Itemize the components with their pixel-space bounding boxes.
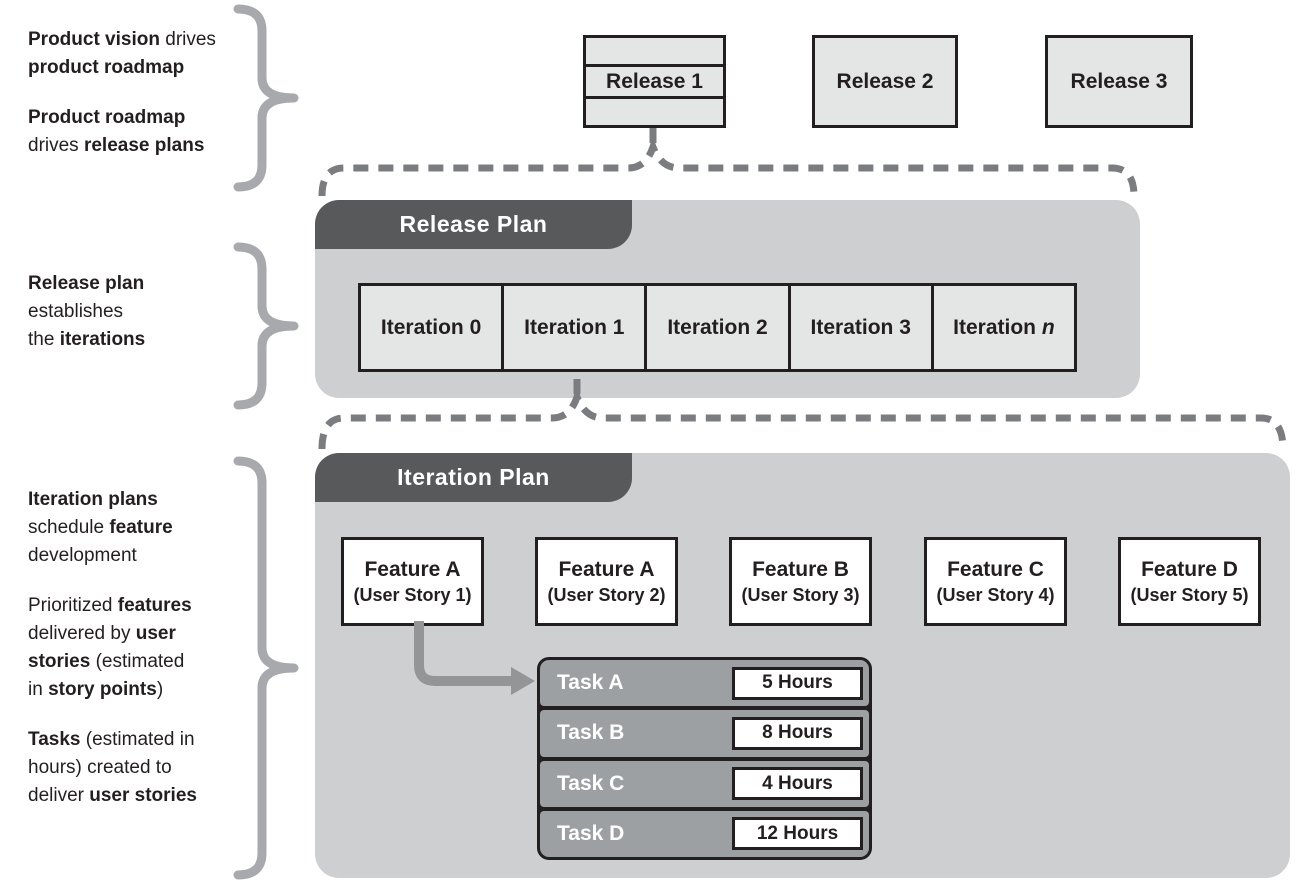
task-table: Task A 5 Hours Task B 8 Hours Task C 4 H… (537, 657, 872, 860)
iteration-plan-header: Iteration Plan (315, 453, 632, 502)
release-3-box: Release 3 (1045, 35, 1193, 128)
feature-box-user-story-1: Feature A (User Story 1) (341, 537, 484, 626)
iteration-label: Iteration 2 (667, 315, 768, 339)
task-row: Task D 12 Hours (540, 810, 869, 857)
dashed-brace-release-icon (318, 128, 1138, 197)
feature-name: Feature C (947, 557, 1044, 581)
dashed-brace-iteration-icon (318, 379, 1287, 450)
iteration-label: Iteration 0 (380, 315, 482, 339)
iteration-label: Iteration 3 (810, 315, 911, 339)
iteration-2-cell: Iteration 2 (644, 286, 788, 369)
feature-box-user-story-3: Feature B (User Story 3) (729, 537, 872, 626)
task-name: Task D (557, 821, 625, 845)
feature-name: Feature A (558, 557, 655, 581)
user-story-label: (User Story 1) (353, 584, 472, 605)
task-row: Task A 5 Hours (540, 660, 869, 707)
iteration-plan-panel: Iteration Plan Feature A (User Story 1) … (315, 453, 1290, 878)
task-hours-box: 5 Hours (732, 666, 863, 700)
user-story-label: (User Story 2) (547, 584, 666, 605)
task-row: Task B 8 Hours (540, 710, 869, 757)
curly-brace-icon (233, 4, 299, 192)
feature-name: Feature A (364, 557, 461, 581)
task-hours-box: 4 Hours (732, 767, 863, 801)
iteration-label: Iteration n (953, 315, 1055, 339)
user-story-label: (User Story 4) (936, 584, 1055, 605)
release-plan-panel: Release Plan Iteration 0 Iteration 1 Ite… (315, 200, 1140, 398)
release-band (586, 38, 723, 67)
release-label: Release 1 (606, 69, 703, 93)
iteration-3-cell: Iteration 3 (787, 286, 931, 369)
iteration-n-cell: Iteration n (930, 286, 1075, 369)
task-name: Task B (557, 721, 625, 745)
task-hours-box: 12 Hours (732, 817, 863, 851)
release-plan-title: Release Plan (399, 211, 548, 237)
iteration-label: Iteration 1 (524, 315, 625, 339)
feature-box-user-story-2: Feature A (User Story 2) (535, 537, 678, 626)
feature-box-user-story-5: Feature D (User Story 5) (1118, 537, 1261, 626)
user-story-label: (User Story 5) (1130, 584, 1249, 605)
release-label: Release 3 (1070, 69, 1168, 93)
iteration-0-cell: Iteration 0 (361, 286, 502, 369)
feature-name: Feature D (1141, 557, 1238, 581)
curly-brace-icon (233, 242, 299, 410)
iteration-strip: Iteration 0 Iteration 1 Iteration 2 Iter… (358, 283, 1077, 372)
task-row: Task C 4 Hours (540, 760, 869, 807)
task-hours-box: 8 Hours (732, 716, 863, 750)
user-story-label: (User Story 3) (741, 584, 860, 605)
task-name: Task C (557, 771, 625, 795)
arrow-feature-to-tasks-icon (414, 621, 535, 695)
release-label: Release 2 (836, 69, 934, 93)
release-1-box: Release 1 (583, 35, 726, 128)
feature-name: Feature B (752, 557, 849, 581)
iteration-1-cell: Iteration 1 (501, 286, 645, 369)
release-plan-header: Release Plan (315, 200, 632, 249)
task-name: Task A (557, 671, 624, 695)
release-2-box: Release 2 (812, 35, 958, 128)
release-band (586, 96, 723, 125)
curly-brace-icon (233, 456, 299, 880)
iteration-plan-title: Iteration Plan (397, 464, 550, 490)
feature-box-user-story-4: Feature C (User Story 4) (924, 537, 1067, 626)
